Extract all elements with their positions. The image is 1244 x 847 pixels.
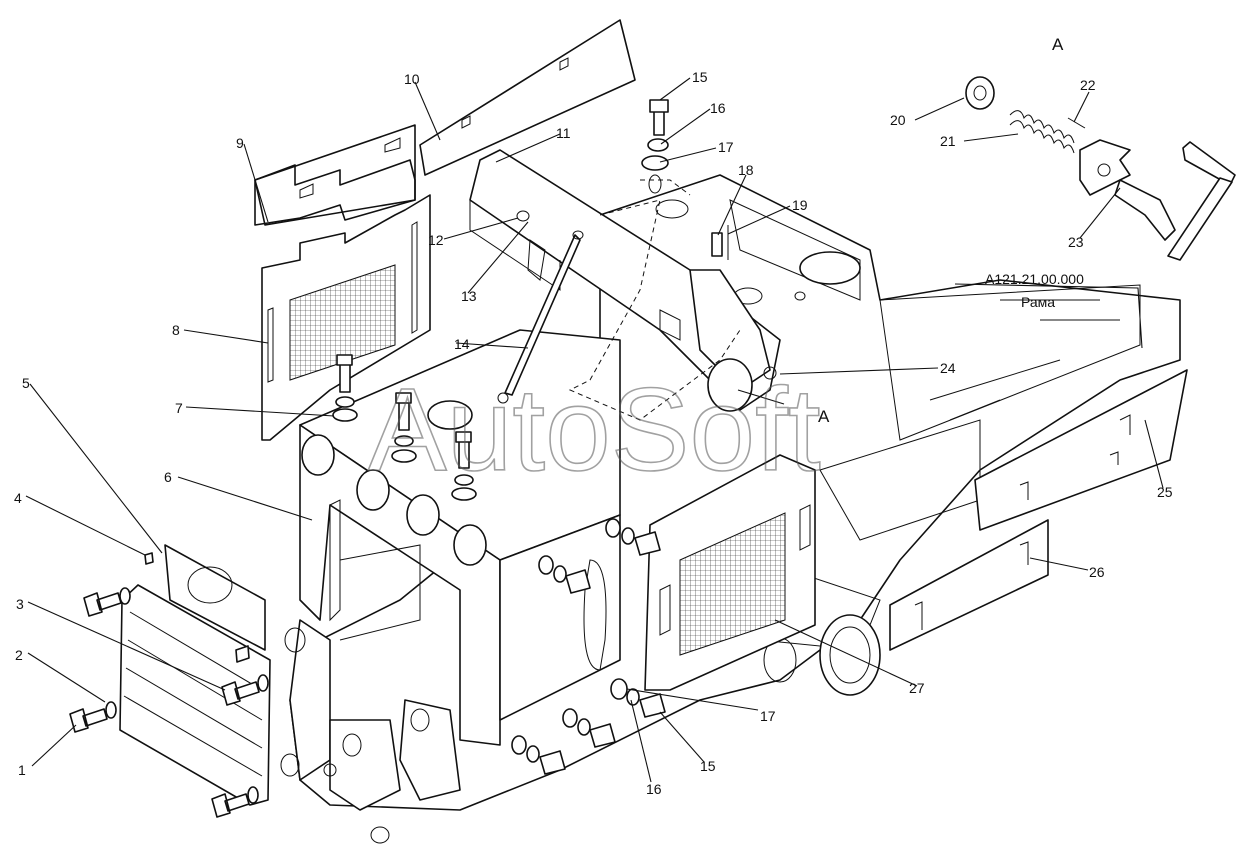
detail-view-a <box>965 76 1236 261</box>
callout-14: 14 <box>454 336 470 352</box>
view-a-label: А <box>1052 35 1064 54</box>
hood-support <box>469 149 781 412</box>
callout-20: 20 <box>890 112 906 128</box>
callout-23: 23 <box>1068 234 1084 250</box>
callout-17-top: 17 <box>718 139 734 155</box>
callout-19: 19 <box>792 197 808 213</box>
callout-6: 6 <box>164 469 172 485</box>
upper-panels <box>254 19 636 226</box>
callout-27: 27 <box>909 680 925 696</box>
radiator-grille <box>119 544 271 806</box>
callout-8: 8 <box>172 322 180 338</box>
fasteners <box>69 99 729 818</box>
callout-21: 21 <box>940 133 956 149</box>
callout-15-bottom: 15 <box>700 758 716 774</box>
cap-ring-small <box>648 174 662 194</box>
watermark: AutoSoft <box>368 364 821 496</box>
right-side-panels <box>889 369 1188 651</box>
side-panel <box>644 454 816 691</box>
callout-1: 1 <box>18 762 26 778</box>
gas-strut <box>497 230 584 404</box>
callout-26: 26 <box>1089 564 1105 580</box>
callout-15-top: 15 <box>692 69 708 85</box>
callout-7: 7 <box>175 400 183 416</box>
callout-12: 12 <box>428 232 444 248</box>
assembly-number: А121.21.00.000 <box>985 271 1084 287</box>
assembly-name: Рама <box>1021 294 1055 310</box>
callout-22: 22 <box>1080 77 1096 93</box>
callout-11: 11 <box>556 125 571 141</box>
leader-lines <box>25 77 1164 783</box>
callout-24: 24 <box>940 360 956 376</box>
callout-10: 10 <box>404 71 420 87</box>
callout-13: 13 <box>461 288 477 304</box>
callout-9: 9 <box>236 135 244 151</box>
callout-5: 5 <box>22 375 30 391</box>
callout-16-bottom: 16 <box>646 781 662 797</box>
view-a-marker: А <box>818 407 830 426</box>
grille-panel <box>261 194 431 441</box>
callout-25: 25 <box>1157 484 1173 500</box>
callout-16-top: 16 <box>710 100 726 116</box>
cap-ring <box>655 199 689 219</box>
callout-4: 4 <box>14 490 22 506</box>
callout-17-bottom: 17 <box>760 708 776 724</box>
callout-labels: 1 2 3 4 5 6 7 8 9 10 11 12 13 14 15 16 1… <box>14 69 1173 797</box>
callout-3: 3 <box>16 596 24 612</box>
callout-18: 18 <box>738 162 754 178</box>
callout-2: 2 <box>15 647 23 663</box>
